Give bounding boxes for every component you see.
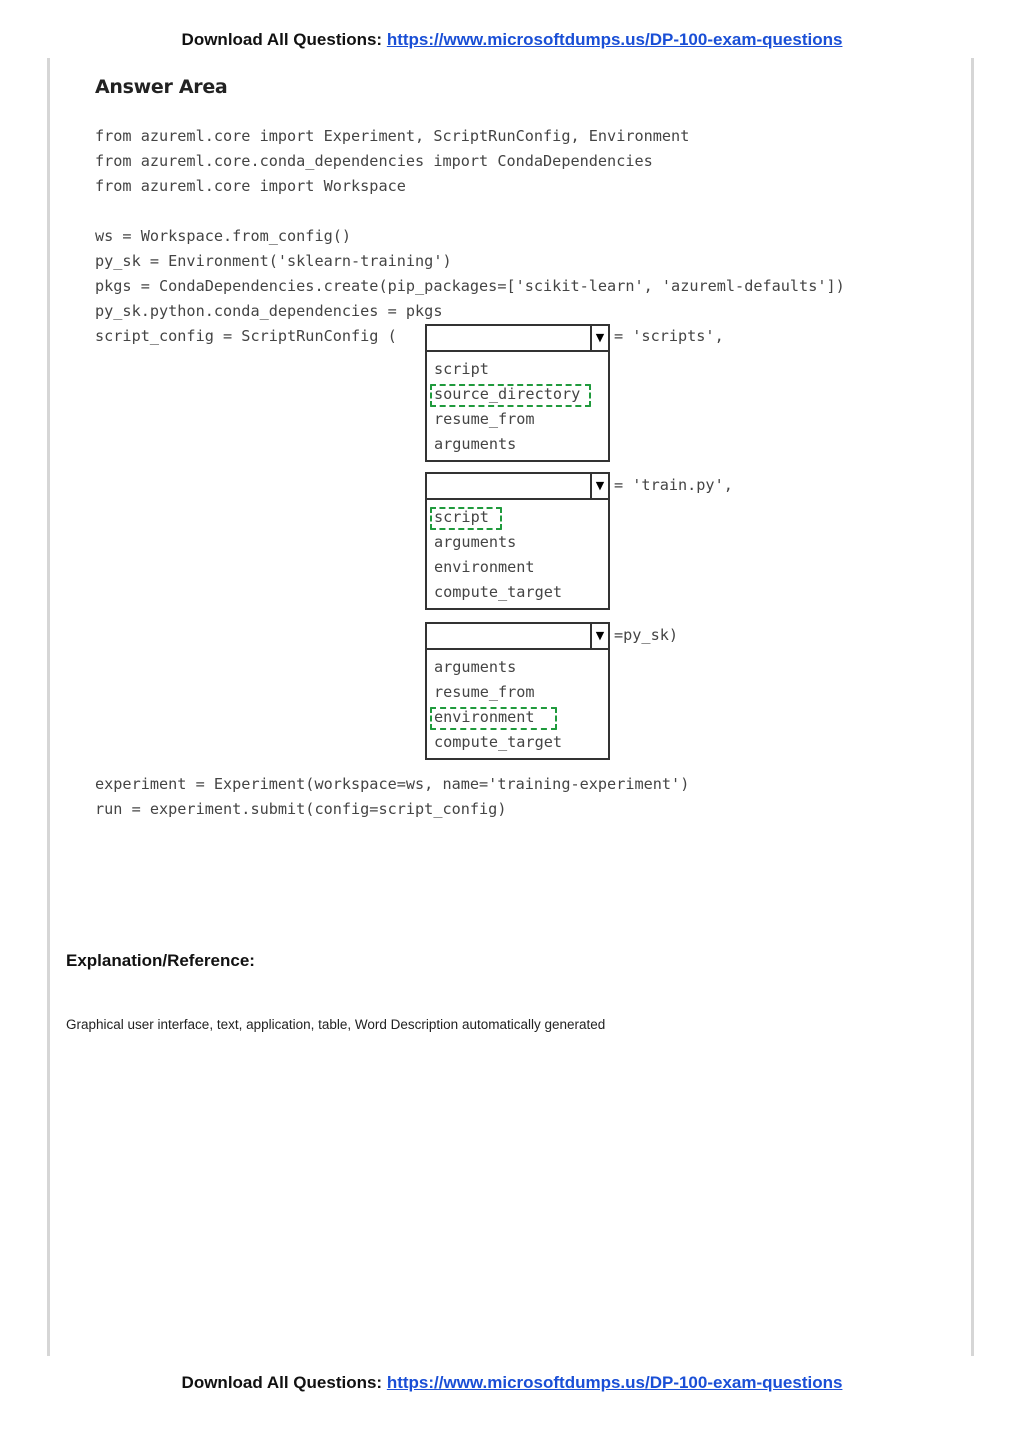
explanation-heading: Explanation/Reference: xyxy=(66,951,255,970)
dropdown-arrow-icon[interactable]: ▼ xyxy=(590,474,608,498)
dropdown-option[interactable]: arguments xyxy=(434,658,517,676)
answer-area-title: Answer Area xyxy=(95,76,228,98)
code-line: pkgs = CondaDependencies.create(pip_pack… xyxy=(95,277,845,295)
dropdown-option[interactable]: compute_target xyxy=(434,583,563,601)
page-border-right xyxy=(971,58,974,1356)
dropdown-arrow-icon[interactable]: ▼ xyxy=(590,326,608,350)
dropdown-option-selected[interactable]: source_directory xyxy=(427,382,608,407)
dropdown-header[interactable]: ▼ xyxy=(427,474,608,500)
download-header: Download All Questions: https://www.micr… xyxy=(0,30,1024,50)
download-label: Download All Questions: xyxy=(181,30,383,49)
code-line: from azureml.core import Experiment, Scr… xyxy=(95,127,690,145)
download-footer: Download All Questions: https://www.micr… xyxy=(0,1373,1024,1393)
dropdown-option[interactable]: compute_target xyxy=(434,733,563,751)
dropdown-script[interactable]: ▼ script arguments environment compute_t… xyxy=(425,472,610,610)
dropdown-option-selected[interactable]: environment xyxy=(427,705,608,730)
dropdown-option[interactable]: arguments xyxy=(434,435,517,453)
dropdown-suffix: =py_sk) xyxy=(614,626,679,644)
dropdown-environment[interactable]: ▼ arguments resume_from environment comp… xyxy=(425,622,610,760)
dropdown-option[interactable]: arguments xyxy=(434,533,517,551)
download-label: Download All Questions: xyxy=(181,1373,383,1392)
code-line: experiment = Experiment(workspace=ws, na… xyxy=(95,775,690,793)
dropdown-option-selected[interactable]: script xyxy=(427,505,608,530)
dropdown-option[interactable]: resume_from xyxy=(434,683,535,701)
dropdown-option[interactable]: resume_from xyxy=(434,410,535,428)
code-line: run = experiment.submit(config=script_co… xyxy=(95,800,507,818)
dropdown-arrow-icon[interactable]: ▼ xyxy=(590,624,608,648)
code-line: ws = Workspace.from_config() xyxy=(95,227,352,245)
dropdown-source-directory[interactable]: ▼ script source_directory resume_from ar… xyxy=(425,324,610,462)
dropdown-option[interactable]: script xyxy=(434,360,489,378)
code-line: script_config = ScriptRunConfig ( xyxy=(95,327,397,345)
code-line: from azureml.core import Workspace xyxy=(95,177,406,195)
page-border-left xyxy=(47,58,50,1356)
dropdown-suffix: = 'train.py', xyxy=(614,476,733,494)
download-link[interactable]: https://www.microsoftdumps.us/DP-100-exa… xyxy=(386,1373,843,1392)
dropdown-header[interactable]: ▼ xyxy=(427,624,608,650)
dropdown-option[interactable]: environment xyxy=(434,558,535,576)
dropdown-suffix: = 'scripts', xyxy=(614,327,724,345)
explanation-text: Graphical user interface, text, applicat… xyxy=(66,1017,606,1032)
code-line: py_sk.python.conda_dependencies = pkgs xyxy=(95,302,443,320)
code-line: py_sk = Environment('sklearn-training') xyxy=(95,252,452,270)
download-link[interactable]: https://www.microsoftdumps.us/DP-100-exa… xyxy=(386,30,843,49)
dropdown-header[interactable]: ▼ xyxy=(427,326,608,352)
code-line: from azureml.core.conda_dependencies imp… xyxy=(95,152,653,170)
